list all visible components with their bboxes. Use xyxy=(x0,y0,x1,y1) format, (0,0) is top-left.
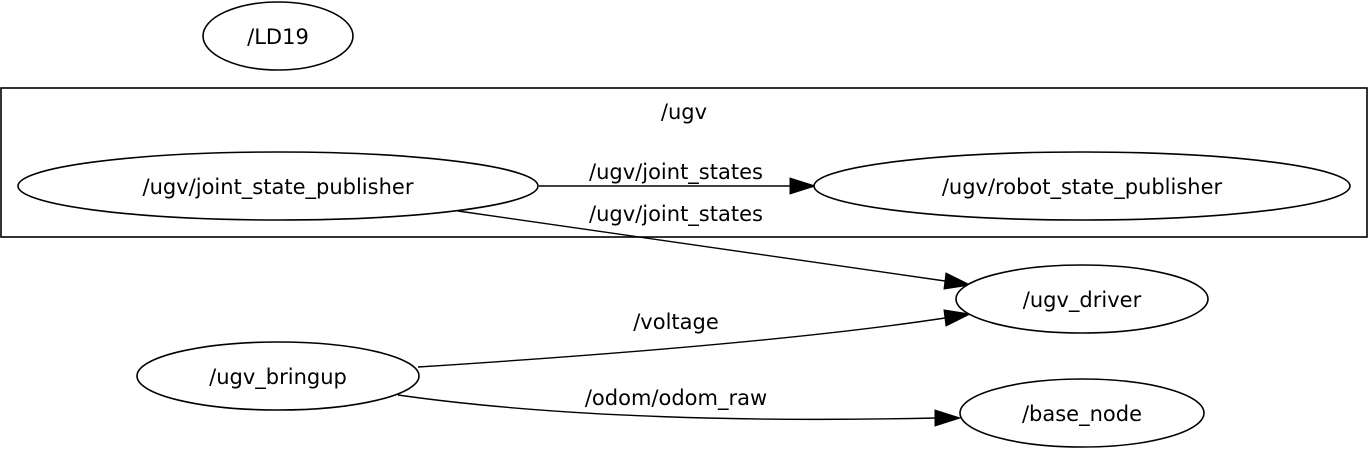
edge-bringup-to-driver-label: /voltage xyxy=(633,310,719,334)
edge-jsp-to-driver-label: /ugv/joint_states xyxy=(589,202,763,227)
edge-bringup-to-base-line[interactable] xyxy=(397,394,936,421)
node-ugv-driver[interactable]: /ugv_driver xyxy=(955,264,1209,334)
node-robot-state-publisher-ellipse[interactable] xyxy=(813,151,1351,221)
node-ugv-bringup-ellipse[interactable] xyxy=(136,341,420,411)
edge-jsp-to-driver-line[interactable] xyxy=(457,210,946,282)
node-robot-state-publisher[interactable]: /ugv/robot_state_publisher xyxy=(813,151,1351,221)
node-ld19-ellipse[interactable] xyxy=(202,1,354,71)
edge-bringup-to-driver[interactable]: /voltage xyxy=(417,309,972,368)
edge-bringup-to-driver-line[interactable] xyxy=(417,317,946,368)
edge-jsp-to-rsp-label: /ugv/joint_states xyxy=(589,160,763,185)
edge-bringup-to-base-arrowhead xyxy=(934,409,962,427)
edge-bringup-to-base-label: /odom/odom_raw xyxy=(585,386,767,411)
node-base-node[interactable]: /base_node xyxy=(959,378,1205,448)
edge-jsp-to-driver[interactable]: /ugv/joint_states xyxy=(457,202,972,290)
edge-jsp-to-rsp[interactable]: /ugv/joint_states xyxy=(539,160,817,195)
cluster-ugv-box xyxy=(0,87,1368,238)
cluster-ugv-label: /ugv xyxy=(661,100,707,124)
node-ugv-bringup-label: /ugv_bringup xyxy=(209,365,347,390)
node-joint-state-publisher-ellipse[interactable] xyxy=(17,151,539,221)
cluster-ugv: /ugv xyxy=(0,87,1368,238)
node-ld19[interactable]: /LD19 xyxy=(202,1,354,71)
edge-jsp-to-rsp-arrowhead xyxy=(789,177,817,195)
node-ugv-driver-ellipse[interactable] xyxy=(955,264,1209,334)
node-ugv-bringup[interactable]: /ugv_bringup xyxy=(136,341,420,411)
node-joint-state-publisher-label: /ugv/joint_state_publisher xyxy=(143,175,414,200)
edge-bringup-to-base[interactable]: /odom/odom_raw xyxy=(397,386,962,427)
node-joint-state-publisher[interactable]: /ugv/joint_state_publisher xyxy=(17,151,539,221)
node-robot-state-publisher-label: /ugv/robot_state_publisher xyxy=(942,175,1223,200)
edge-jsp-to-driver-arrowhead xyxy=(943,272,972,290)
node-ugv-driver-label: /ugv_driver xyxy=(1023,288,1142,313)
node-ld19-label: /LD19 xyxy=(247,25,309,49)
edge-bringup-to-driver-arrowhead xyxy=(943,309,972,327)
node-base-node-ellipse[interactable] xyxy=(959,378,1205,448)
node-base-node-label: /base_node xyxy=(1022,402,1142,427)
